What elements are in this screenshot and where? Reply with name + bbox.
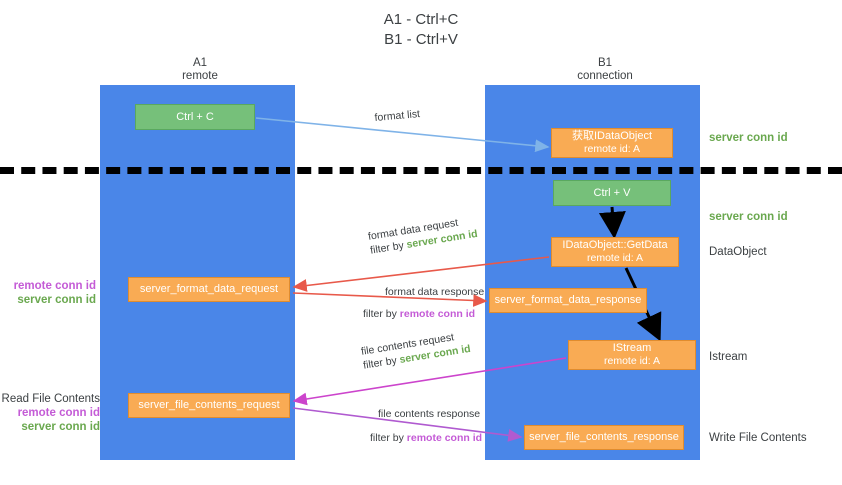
annotation-server-conn-id-2: server conn id (21, 421, 100, 433)
arrow-format-list (255, 117, 550, 153)
node-ctrl-v[interactable]: Ctrl + V (553, 180, 671, 206)
title-line-2: B1 - Ctrl+V (384, 31, 458, 48)
node-ctrl-c-label: Ctrl + C (176, 110, 214, 123)
node-server-format-data-response-label: server_format_data_response (494, 294, 642, 306)
annotation-group-left-format: remote conn id server conn id (8, 279, 96, 307)
node-ctrl-c[interactable]: Ctrl + C (135, 104, 255, 130)
arrow-ctrlv-to-getdata (598, 206, 626, 239)
title-line-1: A1 - Ctrl+C (383, 11, 459, 28)
column-header-b1: B1 connection (540, 57, 670, 83)
column-header-b1-name: B1 (597, 57, 613, 69)
column-header-a1-role: remote (182, 70, 218, 82)
node-idataobject-getdata-remote-id: remote id: A (586, 252, 644, 264)
column-header-a1: A1 remote (140, 57, 260, 83)
column-header-a1-name: A1 (192, 57, 208, 69)
node-get-idataobject[interactable]: 获取IDataObject remote id: A (551, 128, 673, 158)
page-title: A1 - Ctrl+C B1 - Ctrl+V (0, 10, 842, 50)
phase-separator-dashed-line (0, 167, 842, 174)
annotation-read-file-contents: Read File Contents (1, 393, 100, 405)
node-istream-label: IStream (612, 342, 652, 354)
node-istream-remote-id: remote id: A (603, 355, 661, 367)
edge-label-format-data-response-line2: filter by remote conn id (363, 299, 484, 321)
edge-label-file-contents-response-line1: file contents response (378, 408, 481, 420)
edge-label-format-list-text: format list (374, 108, 421, 124)
node-ctrl-v-label: Ctrl + V (593, 186, 631, 199)
annotation-remote-conn-id-2: remote conn id (17, 407, 100, 419)
filter-by-prefix: filter by (363, 308, 400, 320)
arrow-format-data-request (292, 256, 550, 292)
node-server-file-contents-request-label: server_file_contents_request (138, 399, 280, 411)
arrow-file-contents-response (292, 407, 523, 442)
node-idataobject-getdata-label: IDataObject::GetData (562, 239, 668, 251)
node-server-format-data-response[interactable]: server_format_data_response (489, 288, 647, 313)
remote-conn-id-token: remote conn id (399, 308, 476, 320)
filter-by-prefix: filter by (370, 432, 407, 444)
remote-conn-id-token: remote conn id (406, 432, 483, 444)
annotation-dataobject: DataObject (709, 246, 767, 258)
edge-label-file-contents-response-line2: filter by remote conn id (370, 421, 482, 445)
node-server-format-data-request[interactable]: server_format_data_request (128, 277, 290, 302)
edge-label-file-contents-response: file contents response filter by remote … (370, 407, 482, 445)
node-idataobject-getdata[interactable]: IDataObject::GetData remote id: A (551, 237, 679, 267)
node-server-file-contents-request[interactable]: server_file_contents_request (128, 393, 290, 418)
annotation-istream: Istream (709, 351, 748, 363)
arrow-format-data-response (292, 292, 488, 307)
annotation-server-conn-id-top: server conn id (709, 132, 788, 144)
node-get-idataobject-remote-id: remote id: A (583, 143, 641, 155)
column-header-b1-role: connection (577, 70, 633, 82)
edge-label-format-data-response-line1: format data response (385, 286, 485, 298)
node-server-format-data-request-label: server_format_data_request (139, 283, 279, 295)
node-server-file-contents-response[interactable]: server_file_contents_response (524, 425, 684, 450)
annotation-group-left-file: Read File Contents remote conn id server… (2, 392, 100, 434)
annotation-remote-conn-id-1: remote conn id (13, 280, 96, 292)
annotation-write-file-contents: Write File Contents (709, 432, 807, 444)
edge-label-format-data-response: format data response filter by remote co… (363, 285, 484, 321)
annotation-server-conn-id-1: server conn id (17, 294, 96, 306)
node-get-idataobject-label: 获取IDataObject (571, 130, 653, 142)
node-istream[interactable]: IStream remote id: A (568, 340, 696, 370)
node-server-file-contents-response-label: server_file_contents_response (529, 431, 679, 443)
arrow-file-contents-request (292, 357, 567, 406)
annotation-server-conn-id-mid: server conn id (709, 211, 788, 223)
